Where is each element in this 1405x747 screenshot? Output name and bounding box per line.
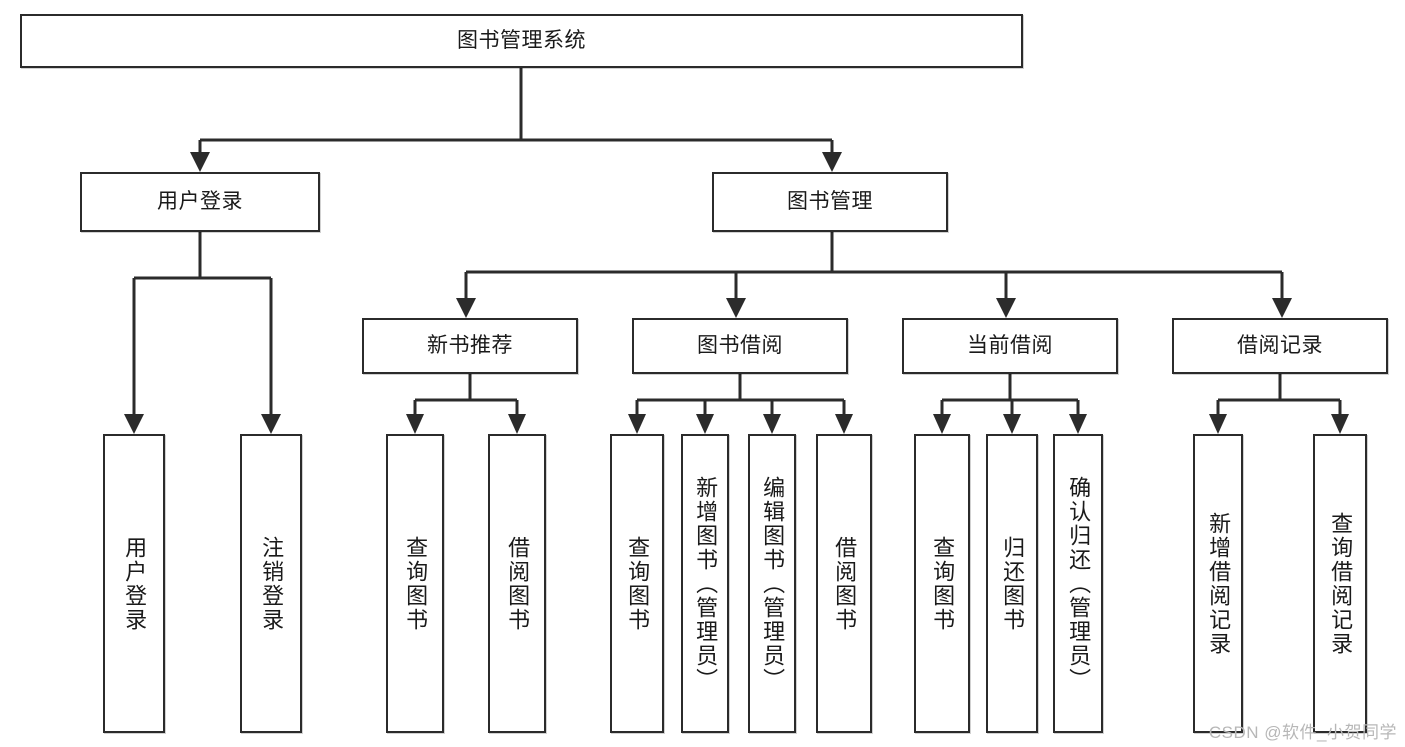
arrow-borrow-record xyxy=(1272,298,1292,318)
node-leaf-cb-return-book[interactable]: 归还图书 xyxy=(986,434,1038,733)
node-book-manage-label: 图书管理 xyxy=(787,190,873,214)
node-leaf-cb-query-book-label: 查询图书 xyxy=(930,535,956,632)
arrow-new-book-rec xyxy=(456,298,476,318)
node-leaf-user-login-label: 用户登录 xyxy=(122,535,148,632)
node-borrow-record-label: 借阅记录 xyxy=(1237,334,1323,358)
node-leaf-br-add-record-label: 新增借阅记录 xyxy=(1206,511,1232,656)
node-leaf-bb-query-book[interactable]: 查询图书 xyxy=(610,434,664,733)
node-leaf-cb-query-book[interactable]: 查询图书 xyxy=(914,434,970,733)
node-leaf-bb-edit-book[interactable]: 编辑图书（管理员） xyxy=(748,434,796,733)
node-current-borrow[interactable]: 当前借阅 xyxy=(902,318,1118,374)
node-leaf-user-logout-label: 注销登录 xyxy=(259,535,285,632)
arrow-cb-return-book xyxy=(1003,414,1021,434)
node-leaf-bb-add-book[interactable]: 新增图书（管理员） xyxy=(681,434,729,733)
node-leaf-rec-query-book-label: 查询图书 xyxy=(403,535,429,632)
node-root-label: 图书管理系统 xyxy=(457,29,586,53)
arrow-user-login xyxy=(190,152,210,172)
node-book-manage[interactable]: 图书管理 xyxy=(712,172,948,232)
arrow-cb-query-book xyxy=(933,414,951,434)
node-borrow-record[interactable]: 借阅记录 xyxy=(1172,318,1388,374)
node-leaf-rec-borrow-book-label: 借阅图书 xyxy=(505,535,531,632)
node-leaf-bb-borrow-book[interactable]: 借阅图书 xyxy=(816,434,872,733)
watermark-text: CSDN @软件_小贺同学 xyxy=(1208,723,1397,742)
arrow-br-query-record xyxy=(1331,414,1349,434)
node-book-borrow-label: 图书借阅 xyxy=(697,334,783,358)
arrow-rec-query-book xyxy=(406,414,424,434)
node-user-login-label: 用户登录 xyxy=(157,190,243,214)
node-current-borrow-label: 当前借阅 xyxy=(967,334,1053,358)
node-leaf-cb-return-book-label: 归还图书 xyxy=(1000,535,1026,632)
arrow-leaf-user-login xyxy=(124,414,144,434)
arrow-bb-add-book xyxy=(696,414,714,434)
node-new-book-rec-label: 新书推荐 xyxy=(427,334,513,358)
arrow-bb-query-book xyxy=(628,414,646,434)
arrow-book-manage xyxy=(822,152,842,172)
node-leaf-bb-edit-book-label: 编辑图书（管理员） xyxy=(760,475,786,692)
node-leaf-rec-borrow-book[interactable]: 借阅图书 xyxy=(488,434,546,733)
arrow-leaf-user-logout xyxy=(261,414,281,434)
node-leaf-cb-confirm-return[interactable]: 确认归还（管理员） xyxy=(1053,434,1103,733)
node-leaf-bb-borrow-book-label: 借阅图书 xyxy=(832,535,858,632)
arrow-current-borrow xyxy=(996,298,1016,318)
node-leaf-rec-query-book[interactable]: 查询图书 xyxy=(386,434,444,733)
arrow-cb-confirm-return xyxy=(1069,414,1087,434)
node-leaf-user-logout[interactable]: 注销登录 xyxy=(240,434,302,733)
node-leaf-br-query-record-label: 查询借阅记录 xyxy=(1328,511,1354,656)
node-new-book-rec[interactable]: 新书推荐 xyxy=(362,318,578,374)
arrow-br-add-record xyxy=(1209,414,1227,434)
node-leaf-cb-confirm-return-label: 确认归还（管理员） xyxy=(1066,475,1092,692)
arrow-book-borrow xyxy=(726,298,746,318)
arrow-bb-borrow-book xyxy=(835,414,853,434)
node-leaf-bb-query-book-label: 查询图书 xyxy=(625,535,651,632)
node-leaf-br-add-record[interactable]: 新增借阅记录 xyxy=(1193,434,1243,733)
arrow-rec-borrow-book xyxy=(508,414,526,434)
arrow-bb-edit-book xyxy=(763,414,781,434)
node-book-borrow[interactable]: 图书借阅 xyxy=(632,318,848,374)
node-leaf-br-query-record[interactable]: 查询借阅记录 xyxy=(1313,434,1367,733)
node-user-login[interactable]: 用户登录 xyxy=(80,172,320,232)
node-leaf-bb-add-book-label: 新增图书（管理员） xyxy=(693,475,719,692)
node-leaf-user-login[interactable]: 用户登录 xyxy=(103,434,165,733)
node-root[interactable]: 图书管理系统 xyxy=(20,14,1023,68)
